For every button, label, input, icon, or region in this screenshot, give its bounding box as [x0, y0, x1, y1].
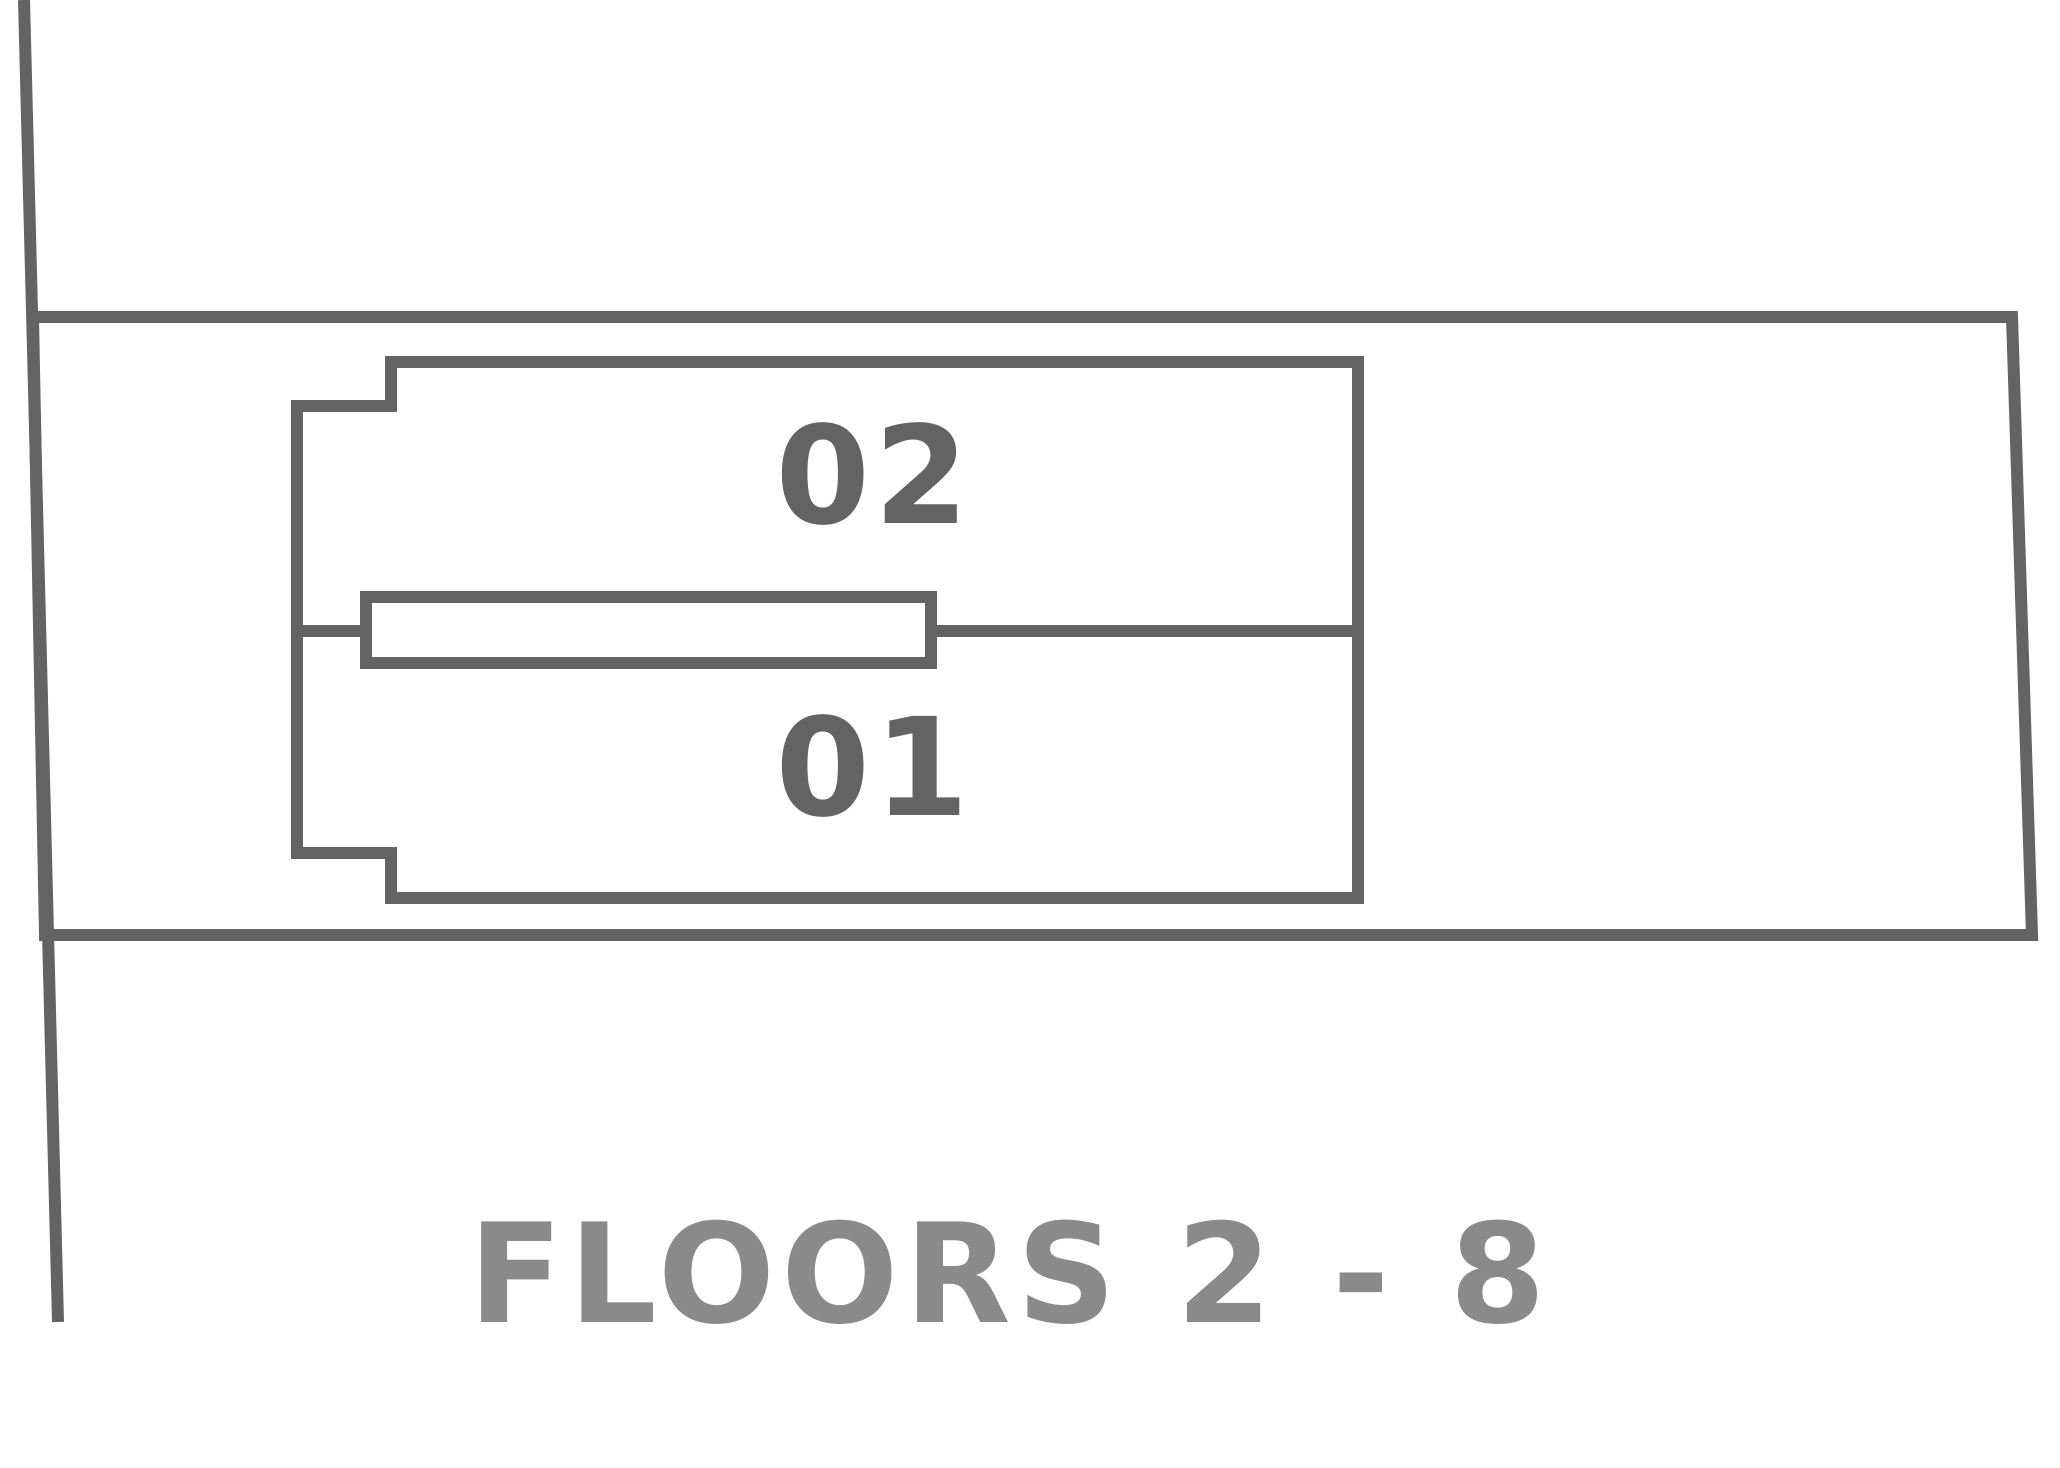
- unit-02-label: 02: [775, 398, 972, 556]
- corridor-core: [360, 591, 937, 669]
- unit-01-label: 01: [775, 690, 972, 848]
- floors-caption: FLOORS 2 - 8: [468, 1194, 1551, 1355]
- unit-01-outline: [291, 625, 1364, 904]
- building-footprint: [26, 311, 2039, 941]
